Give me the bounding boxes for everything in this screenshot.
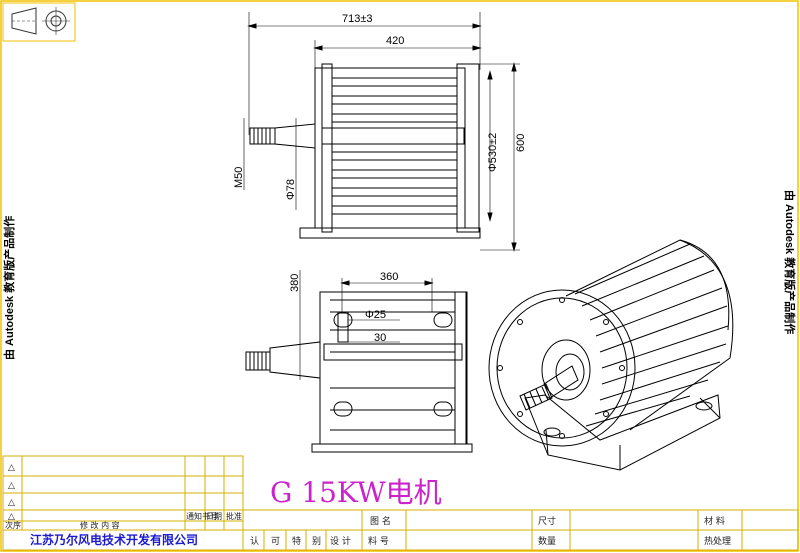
side-view xyxy=(245,270,473,453)
label-size: 尺寸 xyxy=(538,515,556,527)
label-quantity: 数量 xyxy=(538,535,556,547)
dim-base-height: 380 xyxy=(289,274,301,292)
dim-overall-length: 713±3 xyxy=(342,13,373,25)
dim-slot: 30 xyxy=(374,332,386,344)
label-other: 别 xyxy=(312,536,321,547)
label-special: 特 xyxy=(292,535,301,547)
company-name: 江苏乃尔风电技术开发有限公司 xyxy=(30,532,198,547)
dim-shaft-dia: Φ78 xyxy=(285,179,297,200)
label-approval: 批准 xyxy=(226,511,242,521)
label-permit: 可 xyxy=(271,536,280,547)
drawing-title: G 15KW电机 xyxy=(270,476,442,509)
revision-mark-2: △ xyxy=(8,481,15,491)
label-sequence: 次序 xyxy=(5,520,21,530)
label-revision-content: 修 改 内 容 xyxy=(80,520,120,530)
label-notice-no: 通知书号 xyxy=(186,511,218,521)
dim-thread: M50 xyxy=(233,167,245,188)
revision-mark-4: △ xyxy=(8,512,15,522)
label-heat-treatment: 热处理 xyxy=(704,535,731,547)
label-date: 日期 xyxy=(206,512,222,521)
front-view xyxy=(243,12,520,252)
right-watermark: 由 Autodesk 教育版产品制作 xyxy=(783,190,797,334)
revision-mark-1: △ xyxy=(8,463,15,473)
label-part-no: 料 号 xyxy=(368,535,389,547)
label-approve: 认 xyxy=(250,535,259,547)
label-material: 材 料 xyxy=(704,515,725,527)
isometric-view xyxy=(488,239,734,471)
label-design: 设 计 xyxy=(330,535,351,547)
projection-symbol-icon xyxy=(2,2,76,42)
revision-mark-3: △ xyxy=(8,498,15,508)
dim-body-length: 420 xyxy=(386,35,404,47)
dim-height: 600 xyxy=(515,134,527,152)
dim-hole-dia: Φ25 xyxy=(365,309,386,321)
label-drawing-name: 图 名 xyxy=(370,515,391,527)
dim-flange-dia: Φ530±2 xyxy=(487,133,499,172)
dim-mount-spacing: 360 xyxy=(380,271,398,283)
title-block xyxy=(2,455,799,551)
left-watermark: 由 Autodesk 教育版产品制作 xyxy=(2,216,16,360)
